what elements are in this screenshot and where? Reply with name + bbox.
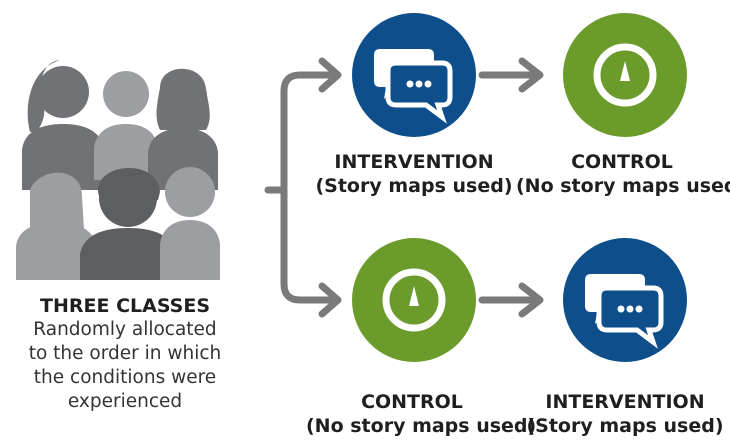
speech-bubbles-icon <box>352 13 476 137</box>
group-title: THREE CLASSES <box>40 295 210 317</box>
group-label: THREE CLASSES Randomly allocated to the … <box>5 294 245 414</box>
condition-subtitle: (No story maps used) <box>516 175 730 197</box>
condition-subtitle: (No story maps used) <box>306 415 537 437</box>
dial-icon <box>352 238 476 362</box>
group-description-line: experienced <box>67 391 183 412</box>
branch-connector <box>264 57 342 318</box>
condition-label-row2-first: CONTROL (No story maps used) <box>306 390 537 438</box>
condition-label-row1-second: CONTROL (No story maps used) <box>516 150 730 198</box>
person-front-middle <box>80 167 176 280</box>
group-description-line: the conditions were <box>33 367 217 388</box>
speech-bubbles-icon <box>563 238 687 362</box>
person-front-left <box>16 172 96 280</box>
condition-label-row2-second: INTERVENTION (Story maps used) <box>525 390 725 438</box>
group-description-line: Randomly allocated <box>33 319 217 340</box>
branch-upper <box>280 71 340 304</box>
arrow-row1 <box>478 57 544 93</box>
condition-title: CONTROL <box>571 151 673 173</box>
person-front-right <box>160 167 220 280</box>
condition-title: CONTROL <box>361 391 463 413</box>
condition-subtitle: (Story maps used) <box>526 415 724 437</box>
condition-subtitle: (Story maps used) <box>315 175 513 197</box>
person-back-middle <box>94 71 158 180</box>
arrow-row2 <box>478 282 544 318</box>
dial-icon <box>563 13 687 137</box>
arrow-head-lower <box>318 282 342 318</box>
person-back-left <box>22 60 104 190</box>
condition-title: INTERVENTION <box>545 391 705 413</box>
condition-label-row1-first: INTERVENTION (Story maps used) <box>314 150 514 198</box>
people-group-icon <box>16 60 220 280</box>
arrow-head-upper <box>318 57 342 93</box>
group-description-line: to the order in which <box>28 343 222 364</box>
condition-title: INTERVENTION <box>334 151 494 173</box>
